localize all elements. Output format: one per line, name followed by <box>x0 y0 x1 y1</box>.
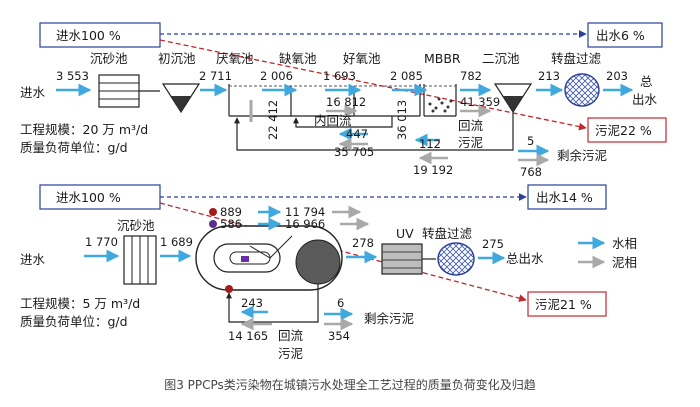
top-return-sludge: 19 192 <box>413 163 453 177</box>
top-outlet-label-1: 总 <box>640 74 653 89</box>
unit-primary-clarifier: 初沉池 <box>158 51 196 66</box>
top-excess-sludge-label: 剩余污泥 <box>557 148 607 163</box>
top-load-unit: 质量负荷单位：g/d <box>20 140 128 155</box>
bottom-influent-box <box>39 184 161 210</box>
bottom-to-ditch-value: 1 689 <box>160 235 193 249</box>
top-sludge-dash <box>159 39 587 131</box>
top-internal-water: 447 <box>346 127 368 141</box>
top-to-clarifier-value: 782 <box>460 69 482 83</box>
top-return-label-2: 污泥 <box>458 135 483 150</box>
bottom-purple-marker-value: 586 <box>220 217 242 231</box>
bottom-return-water: 243 <box>241 296 263 310</box>
bottom-effluent-box <box>527 184 607 210</box>
figure-caption: 图3 PPCPs类污染物在城镇污水处理全工艺过程的质量负荷变化及归趋 <box>164 377 536 392</box>
top-to-anoxic-value: 2 006 <box>260 69 293 83</box>
legend-sludge-label: 泥相 <box>612 255 637 270</box>
red-ditch-marker <box>225 285 233 293</box>
bottom-disc-filter-icon <box>437 242 475 276</box>
bottom-purple-marker-sludge: 16 966 <box>285 217 325 231</box>
top-influent-box <box>39 22 161 48</box>
top-influent-box-label: 进水100 % <box>56 28 121 43</box>
bottom-outlet-label: 总出水 <box>506 251 544 266</box>
unit-anaerobic: 厌氧池 <box>216 51 254 66</box>
bottom-excess-sludge-label: 剩余污泥 <box>364 311 414 326</box>
unit-anoxic: 缺氧池 <box>279 51 317 66</box>
top-return-loop <box>234 112 514 151</box>
top-bio-tanks <box>228 84 421 117</box>
bottom-red-marker-sludge: 11 794 <box>285 205 325 219</box>
purple-sample-marker <box>209 220 217 228</box>
bottom-excess-sludge: 354 <box>328 329 350 343</box>
bottom-return-loop <box>226 284 319 323</box>
bottom-effluent-value: 275 <box>482 237 504 251</box>
bottom-red-marker-value: 889 <box>220 205 242 219</box>
bottom-effluent-box-label: 出水14 % <box>536 190 593 205</box>
top-internal-return-label: 内回流 <box>314 113 352 128</box>
top-sludge-box <box>587 117 667 143</box>
bottom-return-label-1: 回流 <box>278 328 304 343</box>
top-effluent-value: 203 <box>606 69 628 83</box>
bottom-excess-water: 6 <box>337 296 344 310</box>
top-internal-loop <box>293 116 393 128</box>
top-sludge-box-label: 污泥22 % <box>595 123 652 138</box>
top-anoxic-sludge: 16 812 <box>326 95 366 109</box>
top-influent-value: 3 553 <box>56 69 89 83</box>
oxidation-ditch-icon <box>195 225 343 291</box>
bottom-sludge-dash <box>159 202 527 302</box>
top-aerobic-sludge: 36 013 <box>395 100 409 140</box>
top-panel: 进水100 % 出水6 % 污泥22 % 沉砂池 初沉池 厌氧池 缺氧池 好氧池… <box>20 22 667 179</box>
top-disc-filter-icon <box>564 73 600 107</box>
bottom-grit-chamber-icon <box>123 235 157 285</box>
bottom-sludge-box-label: 污泥21 % <box>535 297 592 312</box>
bottom-panel: 进水100 % 出水14 % 污泥21 % 沉砂池 进水 1 770 1 689 <box>20 184 637 361</box>
bottom-unit-disc-filter: 转盘过滤 <box>422 226 473 241</box>
bottom-to-uv-value: 278 <box>352 236 374 250</box>
top-scale: 工程规模：20 万 m³/d <box>20 122 148 137</box>
unit-aerobic: 好氧池 <box>343 51 381 66</box>
bottom-unit-grit: 沉砂池 <box>117 218 155 233</box>
bottom-return-sludge: 14 165 <box>228 329 268 343</box>
bottom-return-label-2: 污泥 <box>278 346 303 361</box>
uv-unit-icon <box>381 243 423 275</box>
unit-secondary-clarifier: 二沉池 <box>482 51 520 66</box>
top-to-anaerobic-value: 2 711 <box>199 69 232 83</box>
top-to-aerobic-value: 1 693 <box>323 69 356 83</box>
top-return-water: 112 <box>419 137 441 151</box>
top-return-label-1: 回流 <box>458 118 484 133</box>
top-effluent-box-label: 出水6 % <box>596 28 645 43</box>
bottom-scale: 工程规模：5 万 m³/d <box>20 296 140 311</box>
top-to-mbbr-value: 2 085 <box>390 69 423 83</box>
top-anaerobic-sludge: 22 412 <box>266 100 280 140</box>
top-inlet-label: 进水 <box>20 85 46 100</box>
bottom-load-unit: 质量负荷单位：g/d <box>20 314 128 329</box>
legend-water-label: 水相 <box>612 236 637 251</box>
unit-grit-chamber: 沉砂池 <box>90 51 128 66</box>
top-outlet-label-2: 出水 <box>632 92 658 107</box>
top-excess-water: 5 <box>527 134 534 148</box>
bottom-unit-uv: UV <box>396 226 414 241</box>
unit-disc-filter: 转盘过滤 <box>551 51 602 66</box>
top-mbbr-sludge: 41 359 <box>460 95 500 109</box>
unit-mbbr: MBBR <box>424 51 461 66</box>
top-excess-sludge: 768 <box>520 165 542 179</box>
red-sample-marker <box>209 208 217 216</box>
top-to-filter-value: 213 <box>538 69 560 83</box>
bottom-inlet-label: 进水 <box>20 252 46 267</box>
bottom-sludge-box <box>527 291 607 317</box>
bottom-influent-box-label: 进水100 % <box>56 190 121 205</box>
top-grit-chamber-icon <box>98 74 140 108</box>
top-effluent-box <box>587 22 663 48</box>
bottom-influent-value: 1 770 <box>85 235 118 249</box>
top-mbbr-icon <box>423 84 457 117</box>
top-internal-sludge: 35 705 <box>334 145 374 159</box>
